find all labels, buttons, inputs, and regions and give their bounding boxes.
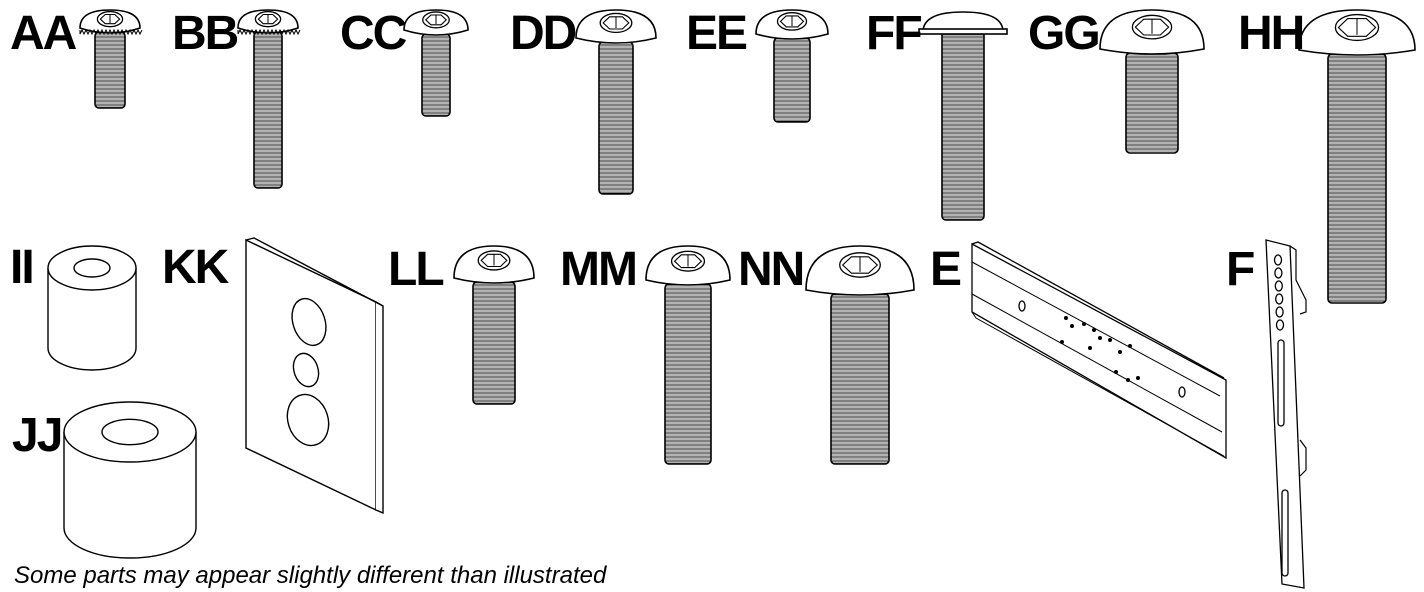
button-head-bolt-side-icon (918, 11, 1008, 221)
part-label-dd: DD (510, 7, 577, 60)
part-label-e: E (930, 243, 962, 296)
button-head-bolt-icon (805, 245, 915, 465)
button-head-bolt-icon (645, 245, 731, 465)
button-head-bolt-icon (1298, 9, 1416, 304)
part-label-ll: LL (388, 243, 445, 296)
button-head-bolt-serrated-icon (79, 9, 143, 109)
part-label-f: F (1226, 243, 1255, 296)
part-label-aa: AA (10, 7, 77, 60)
wall-rail-icon (971, 241, 1227, 460)
button-head-bolt-icon (755, 9, 829, 123)
button-head-bolt-icon (575, 9, 657, 195)
part-label-jj: JJ (12, 409, 63, 462)
part-label-ii: II (10, 241, 35, 294)
button-head-bolt-serrated-icon (237, 9, 301, 189)
button-head-bolt-icon (403, 9, 469, 117)
vertical-bracket-icon (1265, 239, 1307, 589)
part-label-ff: FF (866, 7, 923, 60)
part-label-mm: MM (560, 243, 638, 296)
part-label-gg: GG (1028, 7, 1101, 60)
part-label-cc: CC (340, 7, 407, 60)
part-label-hh: HH (1238, 7, 1305, 60)
disclaimer-note: Some parts may appear slightly different… (14, 562, 607, 589)
spacer-small-icon (47, 245, 137, 371)
spacer-large-icon (63, 401, 197, 559)
part-label-ee: EE (686, 7, 748, 60)
part-label-bb: BB (172, 7, 239, 60)
button-head-bolt-icon (1099, 9, 1205, 154)
spacer-plate-icon (245, 237, 384, 515)
part-label-nn: NN (738, 243, 805, 296)
part-label-kk: KK (162, 241, 229, 294)
button-head-bolt-icon (453, 245, 535, 405)
